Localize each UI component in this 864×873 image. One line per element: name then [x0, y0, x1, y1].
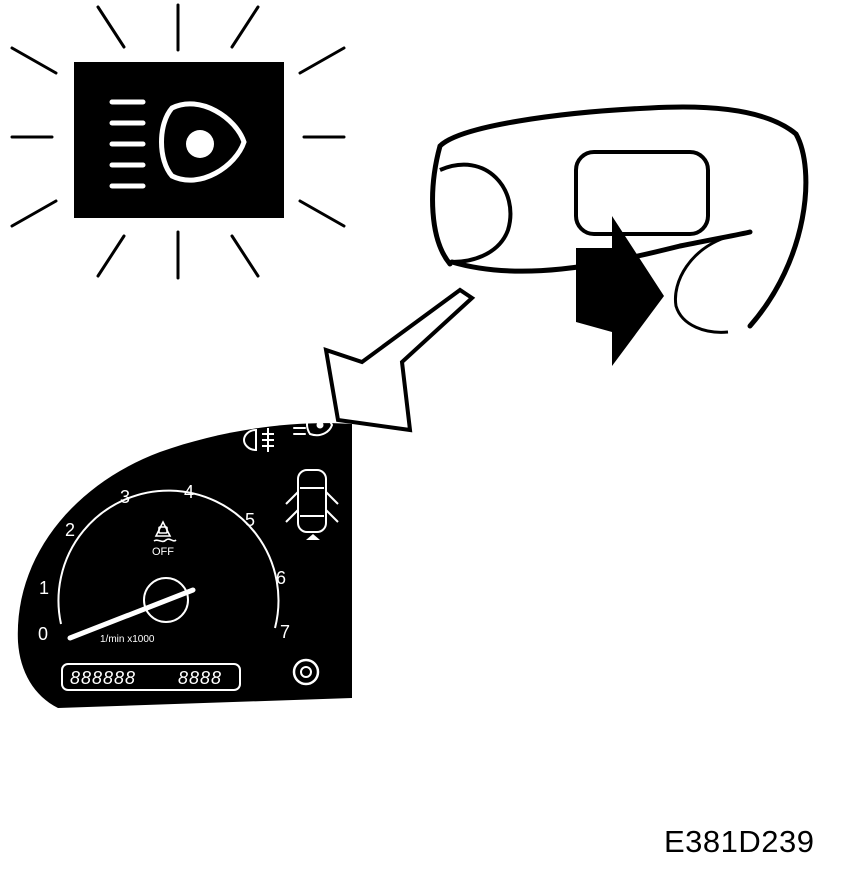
tachometer-number: 7 [280, 622, 290, 642]
ray-bottom-right [230, 234, 260, 278]
ray-lower-left [10, 199, 58, 228]
stalk-bottom-edge [449, 229, 753, 274]
traction-control-off-label: OFF [152, 546, 174, 558]
odometer-display: 888888 8888 [61, 663, 241, 691]
lamp-bulb [186, 130, 214, 158]
hand-finger [673, 234, 731, 334]
ray-lower-right [298, 199, 346, 228]
high-beam-indicator [293, 414, 334, 437]
door-ajar-indicator [285, 469, 339, 540]
ray-upper-right [298, 46, 346, 75]
trip-digits: 8888 [178, 668, 222, 688]
lamp-outline [159, 101, 247, 183]
high-beam-icon [109, 99, 247, 189]
tachometer-arc [57, 489, 280, 629]
tachometer-needle [67, 587, 196, 641]
rear-fog-lamp-indicator [242, 428, 274, 452]
flash-direction-arrow [576, 216, 664, 366]
stalk-body-outline [430, 104, 809, 329]
tachometer-number: 4 [184, 482, 194, 502]
tachometer-number: 6 [276, 568, 286, 588]
tachometer: 0 1 2 3 4 5 6 7 1/min x1000 [38, 482, 290, 645]
beam-lines [109, 99, 146, 189]
tachometer-number: 2 [65, 520, 75, 540]
tachometer-number: 1 [39, 578, 49, 598]
tachometer-scale-numbers: 0 1 2 3 4 5 6 7 [38, 482, 290, 644]
high-beam-symbol-enlarged [10, 3, 346, 280]
small-lamp-bulb [316, 421, 324, 429]
light-rays [10, 3, 346, 280]
instrument-cluster: 0 1 2 3 4 5 6 7 1/min x1000 OFF [17, 414, 353, 708]
tachometer-number: 5 [245, 510, 255, 530]
ray-upper-left [10, 46, 58, 75]
tachometer-unit-label: 1/min x1000 [100, 634, 155, 645]
tachometer-number: 0 [38, 624, 48, 644]
ray-top-left [96, 5, 126, 49]
traction-control-indicator: OFF [152, 520, 177, 558]
cluster-panel [17, 423, 353, 708]
small-lamp-outline [306, 414, 334, 437]
stalk-end-cap [439, 162, 513, 264]
skidding-car-icon [153, 520, 177, 543]
needle-hub [143, 577, 189, 623]
ray-top-right [230, 5, 260, 49]
figure-reference-code: E381D239 [664, 824, 815, 859]
ray-bottom-left [96, 234, 126, 278]
tachometer-number: 3 [120, 487, 130, 507]
odometer-digits: 888888 [70, 668, 136, 688]
high-beam-panel [74, 62, 284, 218]
stalk-switch-window [574, 150, 710, 236]
odometer-window [61, 663, 241, 691]
trip-reset-knob [292, 658, 320, 686]
headlight-stalk [430, 104, 809, 366]
pointer-arrow [323, 287, 476, 433]
